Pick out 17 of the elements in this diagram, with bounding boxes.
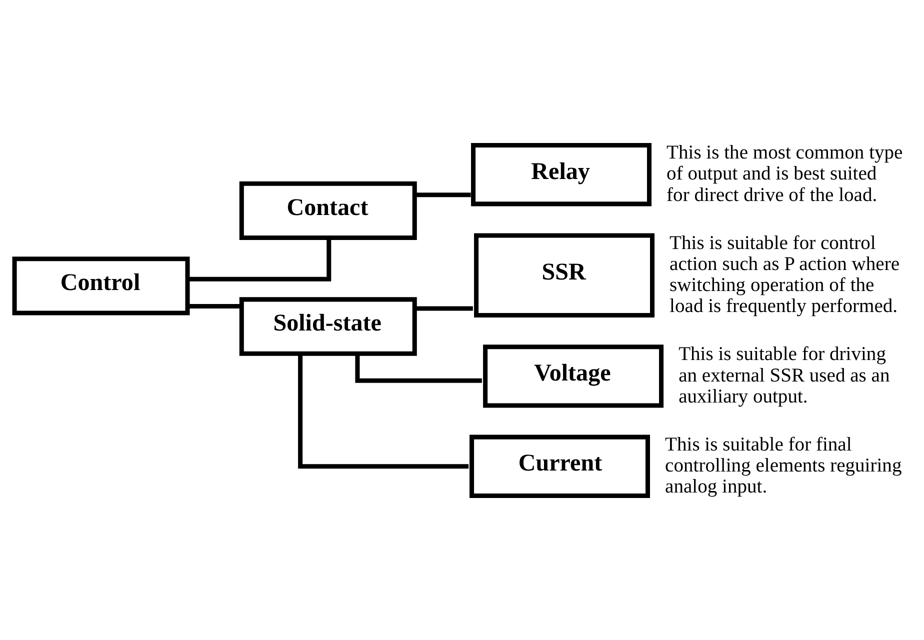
node-label: This is suitable for control action such as P action where switching operation of the load is frequently performed. (670, 232, 900, 317)
node-box: Voltage (483, 344, 664, 408)
node-label: This is suitable for final controlling elements reguiring analog input. (665, 434, 902, 498)
node-box: Contact (239, 180, 417, 240)
node-box: Solid-state (239, 296, 417, 356)
node-label: This is the most common type of output and is best suited for direct drive of the load. (666, 142, 903, 206)
connector (188, 303, 242, 308)
node-box: SSR (474, 232, 655, 317)
connector (415, 306, 473, 310)
connector (355, 354, 482, 382)
node-label: This is suitable for driving an external SSR used as an auxiliary output. (678, 344, 890, 407)
connector (415, 192, 471, 197)
node-box: Current (470, 434, 650, 498)
node-box: Control (12, 256, 190, 315)
connector (188, 238, 332, 281)
connector (298, 354, 469, 468)
node-box: Relay (471, 142, 652, 206)
